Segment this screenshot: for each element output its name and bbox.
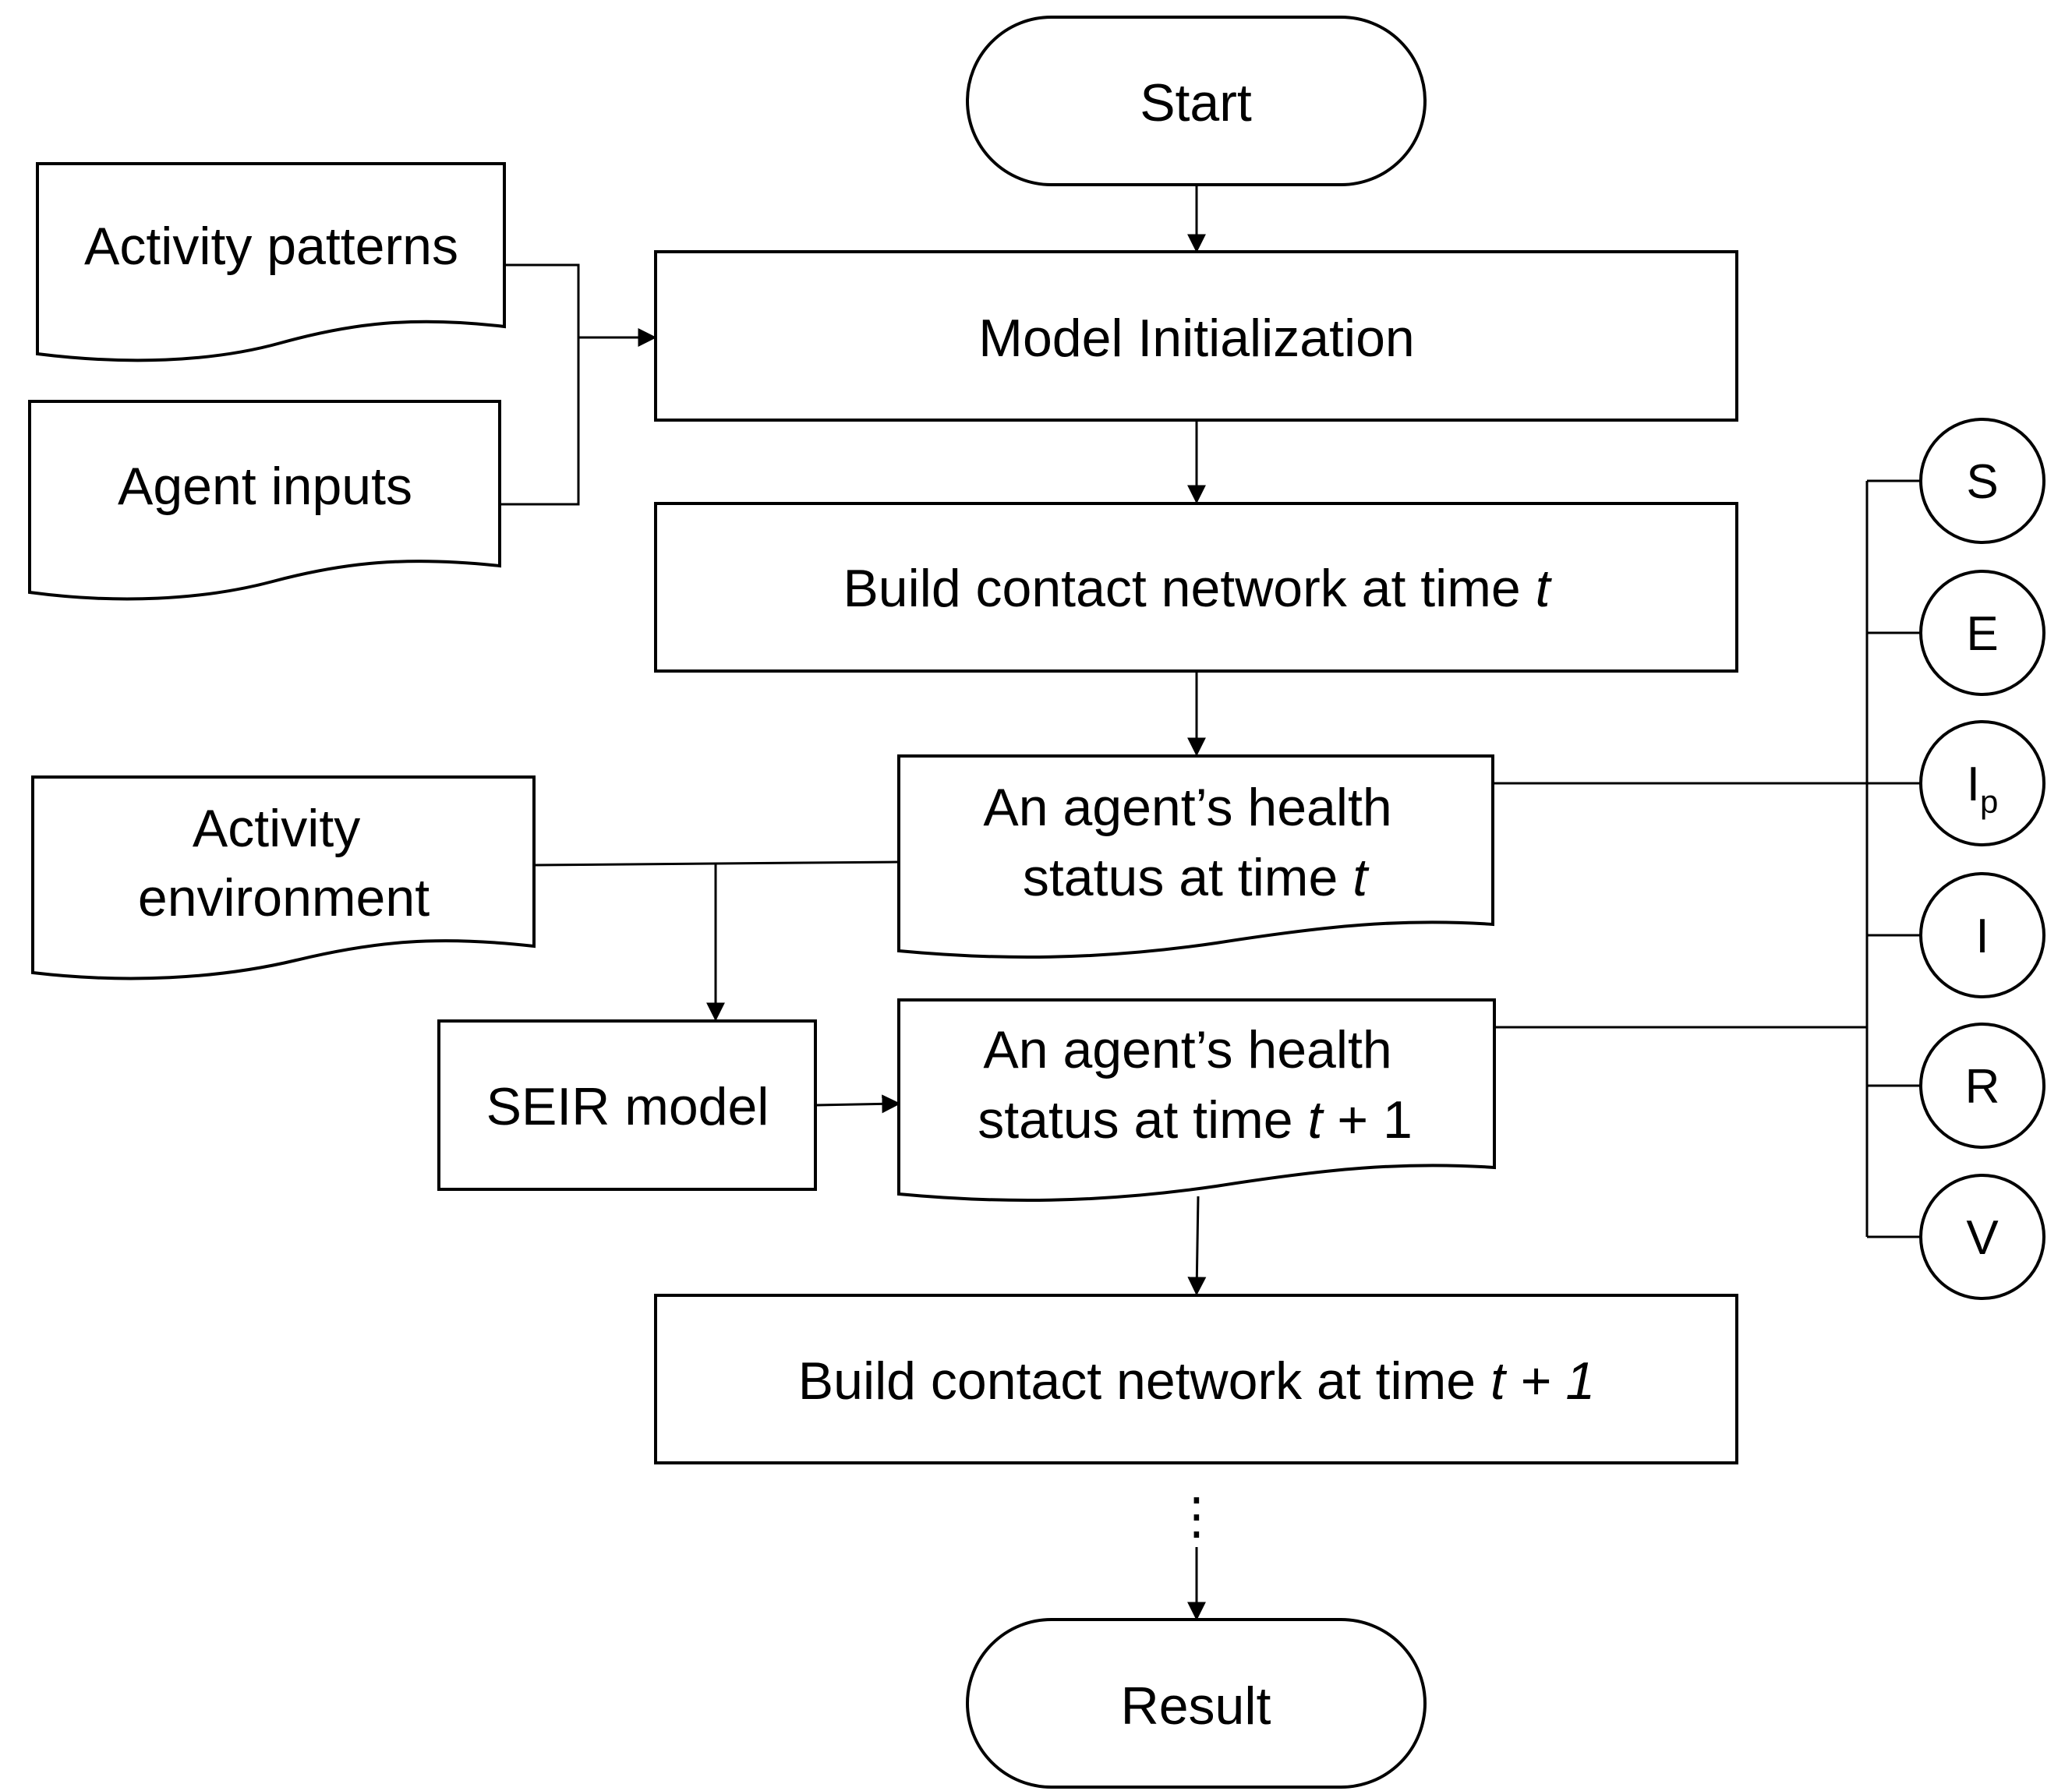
arrow-health-t1-to-build-t1 (1187, 1196, 1207, 1296)
seir-model-node: SEIR model (437, 1019, 817, 1191)
health-status-t1-node: An agent’s health status at time t + 1 (897, 998, 1496, 1203)
ellipsis-label: ⋮ (1172, 1488, 1222, 1544)
health-status-t-label: An agent’s health status at time t (983, 778, 1406, 907)
health-status-t1-label: An agent’s health status at time t + 1 (978, 1020, 1413, 1150)
state-i: I (1919, 872, 2045, 998)
state-ip: Ip (1919, 720, 2045, 846)
result-label: Result (1121, 1676, 1271, 1736)
state-e-label: E (1966, 607, 1998, 661)
state-ip-label: Ip (1967, 758, 1999, 820)
state-i-label: I (1975, 910, 1989, 963)
connectors (500, 185, 1922, 1621)
state-e: E (1919, 570, 2045, 696)
model-init-node: Model Initialization (654, 250, 1738, 422)
arrow-seir-to-health-t1 (815, 1094, 901, 1114)
start-label: Start (1140, 73, 1252, 132)
state-r: R (1919, 1023, 2045, 1149)
state-r-label: R (1965, 1060, 2000, 1114)
build-network-t1-label: Build contact network at time t + 1 (798, 1351, 1595, 1411)
state-s: S (1919, 418, 2045, 544)
seir-model-label: SEIR model (486, 1077, 769, 1136)
line-activity-patterns-bus (500, 263, 580, 506)
activity-environment-label: Activity environment (138, 799, 430, 927)
start-node: Start (966, 16, 1427, 186)
agent-inputs-label: Agent inputs (118, 457, 412, 516)
agent-inputs-node: Agent inputs (28, 400, 501, 601)
build-network-t-label: Build contact network at time t (843, 559, 1552, 618)
result-node: Result (966, 1618, 1427, 1789)
model-init-label: Model Initialization (978, 309, 1414, 368)
state-v: V (1919, 1174, 2045, 1300)
health-states: S E Ip I R V (1919, 418, 2045, 1300)
activity-patterns-node: Activity patterns (36, 162, 506, 362)
state-s-label: S (1966, 455, 1998, 509)
state-v-label: V (1966, 1211, 1999, 1265)
build-network-t-node: Build contact network at time t (654, 502, 1738, 673)
health-status-t-node: An agent’s health status at time t (897, 754, 1494, 959)
build-network-t1-node: Build contact network at time t + 1 (654, 1294, 1738, 1464)
activity-patterns-label: Activity patterns (84, 217, 458, 276)
activity-environment-node: Activity environment (31, 775, 536, 980)
